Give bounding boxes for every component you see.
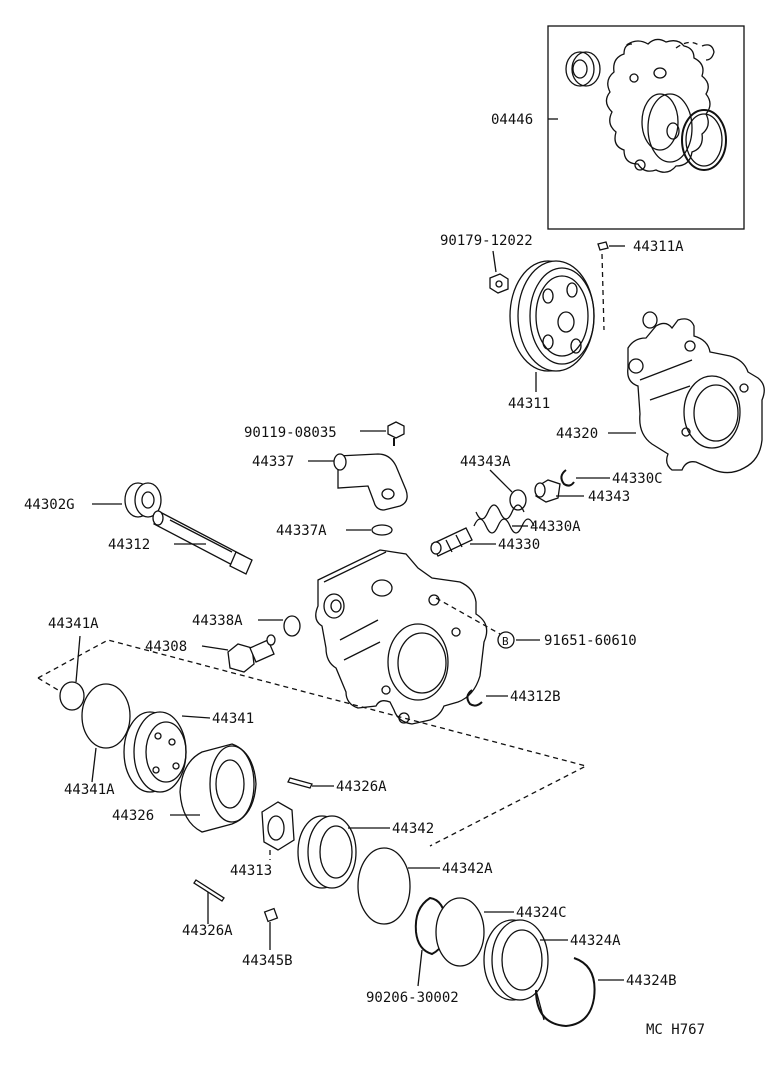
label-44324C: 44324C [516,905,567,921]
clip-44312B [466,689,508,707]
label-44330C: 44330C [612,471,663,487]
snap-ring-44324B [535,957,624,1028]
kit-gasket [605,38,711,173]
o-ring-44341A-small [59,635,85,711]
label-44341A-bottom: 44341A [64,782,115,798]
label-44313: 44313 [230,863,272,879]
bearing-44302G [92,482,162,518]
kit-frame [547,25,745,230]
fitting-44308 [201,634,276,673]
kit-snap-ring [681,109,727,171]
label-44311A: 44311A [633,239,684,255]
label-44326: 44326 [112,808,154,824]
label-44338A: 44338A [192,613,243,629]
label-44341: 44341 [212,711,254,727]
plug-44343 [534,479,584,503]
vane-44326A-top [287,777,334,789]
shaft-44312 [152,510,253,575]
assembly-dashed-outline [37,639,588,847]
valve-44330 [430,527,496,557]
plate-44341 [123,711,211,793]
label-44330: 44330 [498,537,540,553]
vane-44326A-bottom [193,879,225,924]
label-44345B: 44345B [242,953,293,969]
label-44330A: 44330A [530,519,581,535]
label-44343: 44343 [588,489,630,505]
label-44337: 44337 [252,454,294,470]
label-44320: 44320 [556,426,598,442]
seal-44324A [483,919,568,1001]
label-44311: 44311 [508,396,550,412]
o-ring-44343A [489,469,527,511]
kit-seal-1 [641,93,679,151]
label-44341A-top: 44341A [48,616,99,632]
label-44342: 44342 [392,821,434,837]
clip-44330C [560,469,610,487]
pulley-44311 [509,260,595,392]
rotor-44313 [261,801,295,860]
o-ring-44337A [346,524,393,536]
spring-44330A [473,504,535,534]
nut-90179-12022 [489,250,509,294]
label-44326A-bottom: 44326A [182,923,233,939]
label-44326A-top: 44326A [336,779,387,795]
label-44324A: 44324A [570,933,621,949]
pump-housing [315,549,501,725]
label-44337A: 44337A [276,523,327,539]
plate-44342 [297,815,390,889]
cam-ring-44326 [170,743,257,833]
kit-bearing [565,51,601,87]
label-44312B: 44312B [510,689,561,705]
kit-clip [701,44,715,61]
label-04446: 04446 [491,112,533,128]
o-ring-44342A [357,847,440,925]
o-ring-44338A [258,615,301,637]
key-44311A [597,241,625,331]
o-ring-44324C [435,897,514,967]
kit-seal-2 [647,93,693,163]
bolt-marker: B [497,631,540,649]
diagram-code: MC H767 [646,1022,705,1038]
bolt-90119-08035 [360,421,405,446]
gasket-kit-box [547,25,745,230]
label-90119-08035: 90119-08035 [244,425,337,441]
label-90179-12022: 90179-12022 [440,233,533,249]
label-91651-60610: 91651-60610 [544,633,637,649]
union-44337 [308,453,408,511]
label-44324B: 44324B [626,973,677,989]
label-44308: 44308 [145,639,187,655]
bolt-marker-letter: B [502,635,509,648]
label-90206-30002: 90206-30002 [366,990,459,1006]
label-44312: 44312 [108,537,150,553]
label-44343A: 44343A [460,454,511,470]
label-44342A: 44342A [442,861,493,877]
o-ring-44341A-large [81,683,131,783]
pump-body-44320 [608,311,765,474]
label-44302G: 44302G [24,497,75,513]
pin-44345B [263,907,279,950]
